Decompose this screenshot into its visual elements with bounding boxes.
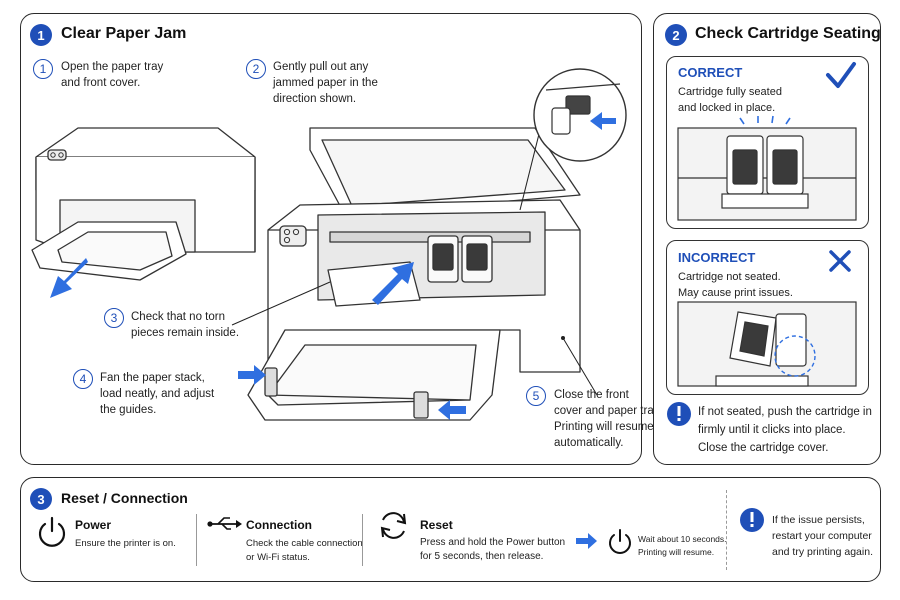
step2-badge: 2 [246,59,266,79]
panel1-title: Clear Paper Jam [61,25,187,42]
step5-badge: 5 [526,386,546,406]
dashed-divider [726,490,727,570]
divider [362,514,363,566]
reset-title: Reset [420,518,453,532]
divider [196,514,197,566]
step3-badge: 3 [104,308,124,328]
step1-text: Open the paper tray and front cover. [61,61,164,89]
reseat-note: If not seated, push the cartridge in fir… [698,406,872,454]
panel2-number-badge: 2 [665,24,687,46]
step3-text: Check that no torn pieces remain inside. [131,311,240,339]
panel-reset-connection [20,477,881,582]
step4-text: Fan the paper stack, load neatly, and ad… [100,372,215,416]
wait-text: Wait about 10 seconds. Printing will res… [638,534,727,557]
connection-title: Connection [246,518,312,532]
panel1-number-badge: 1 [30,24,52,46]
power-text: Ensure the printer is on. [75,538,176,549]
correct-text: Cartridge fully seated and locked in pla… [678,86,782,114]
step5-text: Close the front cover and paper tray. Pr… [554,389,662,449]
connection-text: Check the cable connection or Wi-Fi stat… [246,538,363,563]
correct-label: CORRECT [678,65,743,80]
step1-badge: 1 [33,59,53,79]
step2-text: Gently pull out any jammed paper in the … [273,61,378,105]
incorrect-text: Cartridge not seated. May cause print is… [678,271,793,299]
reset-text: Press and hold the Power button for 5 se… [420,537,566,562]
panel3-number-badge: 3 [30,488,52,510]
panel2-title: Check Cartridge Seating [695,25,881,42]
incorrect-label: INCORRECT [678,250,756,265]
panel3-title: Reset / Connection [61,490,188,506]
persist-text: If the issue persists, restart your comp… [772,514,873,558]
step4-badge: 4 [73,369,93,389]
power-title: Power [75,518,112,532]
